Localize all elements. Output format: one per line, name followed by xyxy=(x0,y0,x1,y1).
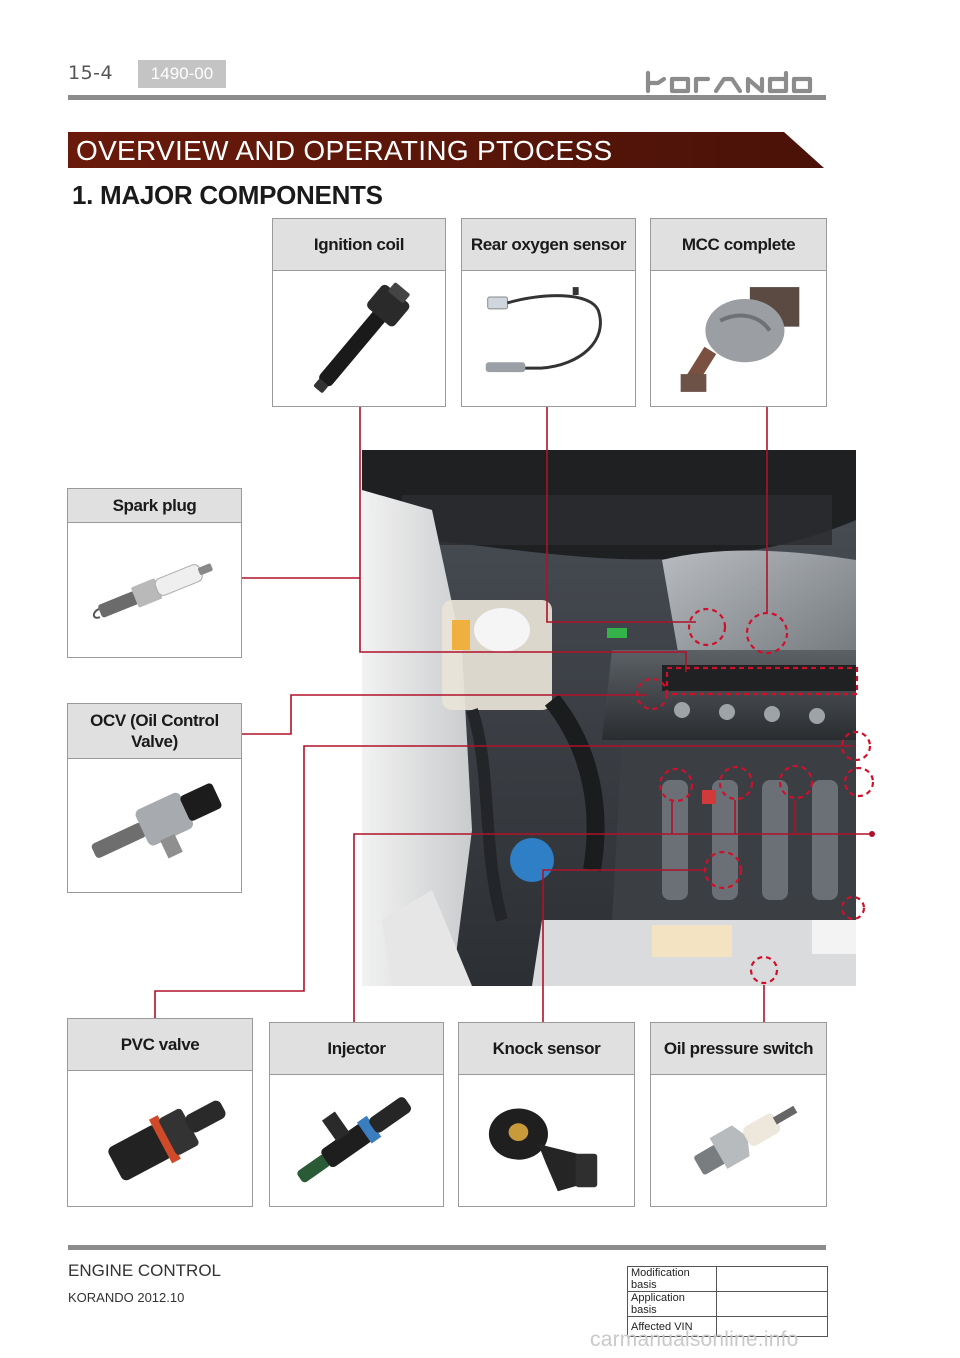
mcc-image xyxy=(651,271,826,406)
spark-plug-image xyxy=(68,523,241,657)
pvc-valve-image xyxy=(68,1071,252,1206)
card-title: MCC complete xyxy=(651,219,826,271)
card-title: Oil pressure switch xyxy=(651,1023,826,1075)
engine-bay-photo xyxy=(362,450,856,986)
card-rear-oxygen-sensor: Rear oxygen sensor xyxy=(461,218,636,407)
knock-sensor-image xyxy=(459,1075,634,1206)
card-knock-sensor: Knock sensor xyxy=(458,1022,635,1207)
ignition-coil-image xyxy=(273,271,445,406)
footer-subtitle: KORANDO 2012.10 xyxy=(68,1290,185,1305)
card-title: Injector xyxy=(270,1023,443,1075)
card-spark-plug: Spark plug xyxy=(67,488,242,658)
page-number: 15-4 xyxy=(68,62,114,84)
footer-rule xyxy=(68,1245,826,1250)
oil-pressure-switch-image xyxy=(651,1075,826,1206)
application-basis-label: Application basis xyxy=(627,1291,717,1317)
section-code-badge: 1490-00 xyxy=(138,60,226,88)
card-injector: Injector xyxy=(269,1022,444,1207)
header-rule xyxy=(68,95,826,100)
card-title: Knock sensor xyxy=(459,1023,634,1075)
oxygen-sensor-image xyxy=(462,271,635,406)
modification-basis-value xyxy=(716,1266,828,1292)
affected-vin-value xyxy=(716,1316,828,1337)
injector-image xyxy=(270,1075,443,1206)
card-mcc-complete: MCC complete xyxy=(650,218,827,407)
card-pvc-valve: PVC valve xyxy=(67,1018,253,1207)
korando-logo xyxy=(645,70,813,94)
section-banner xyxy=(68,132,824,168)
ocv-image xyxy=(68,759,241,892)
section-banner-text: OVERVIEW AND OPERATING PTOCESS xyxy=(76,135,613,166)
modification-basis-label: Modification basis xyxy=(627,1266,717,1292)
application-basis-value xyxy=(716,1291,828,1317)
card-ocv: OCV (Oil Control Valve) xyxy=(67,703,242,893)
watermark: carmanualsonline.info xyxy=(590,1328,799,1351)
card-title: Spark plug xyxy=(68,489,241,523)
card-title: Rear oxygen sensor xyxy=(462,219,635,271)
card-title: Ignition coil xyxy=(273,219,445,271)
revision-info-table: Modification basis Application basis Aff… xyxy=(627,1266,828,1337)
section-heading: 1. MAJOR COMPONENTS xyxy=(72,180,383,210)
card-title: PVC valve xyxy=(68,1019,252,1071)
card-ignition-coil: Ignition coil xyxy=(272,218,446,407)
card-oil-pressure-switch: Oil pressure switch xyxy=(650,1022,827,1207)
footer-title: ENGINE CONTROL xyxy=(68,1261,222,1280)
affected-vin-label: Affected VIN xyxy=(627,1316,717,1337)
card-title: OCV (Oil Control Valve) xyxy=(68,704,241,759)
